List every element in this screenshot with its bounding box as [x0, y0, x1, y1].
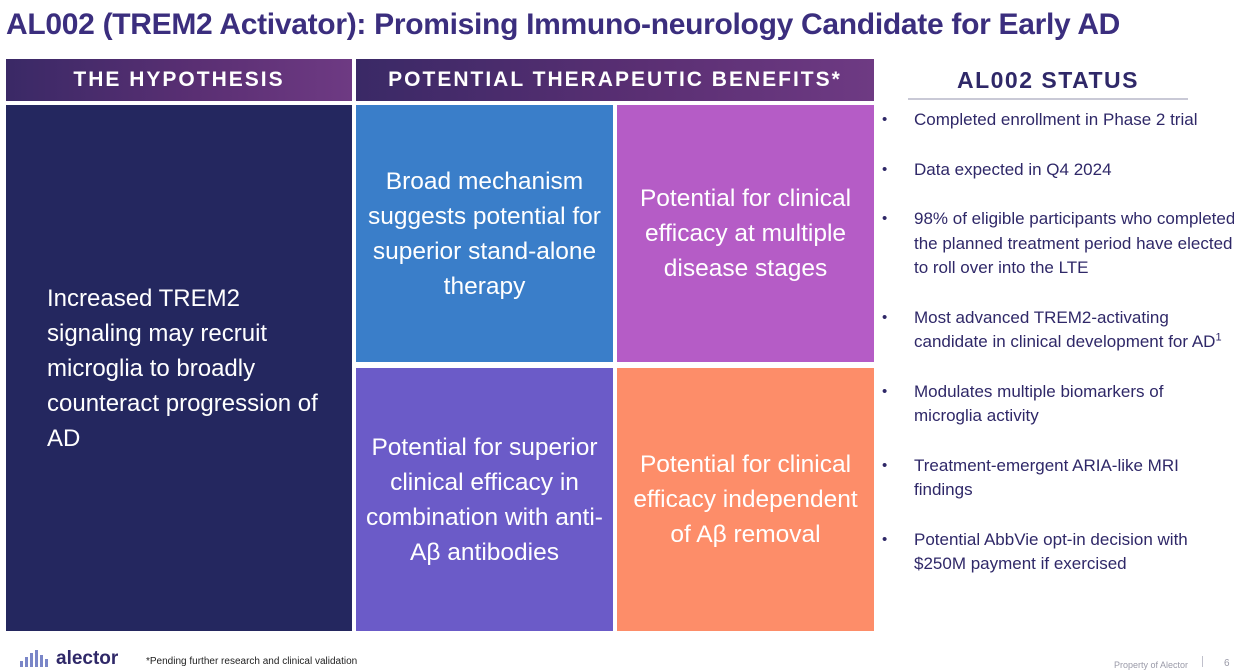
logo-text: alector [56, 650, 119, 667]
benefit-text: Potential for clinical efficacy independ… [633, 451, 858, 548]
benefit-text: Broad mechanism suggests potential for s… [368, 167, 601, 300]
logo-bars-icon [20, 650, 48, 667]
benefit-text: Potential for superior clinical efficacy… [366, 433, 603, 566]
benefit-tile-independent: Potential for clinical efficacy independ… [617, 368, 874, 631]
status-bullet-with-footnote: Most advanced TREM2-activating candidate… [914, 306, 1234, 355]
bullet-icon: • [882, 382, 888, 400]
hypothesis-header: THE HYPOTHESIS [6, 59, 352, 101]
list-item: • 98% of eligible participants who compl… [882, 207, 1234, 281]
footer-divider [1202, 656, 1203, 667]
alector-logo: alector [20, 650, 118, 667]
status-list: • Completed enrollment in Phase 2 trial … [882, 108, 1234, 577]
status-bullet: Most advanced TREM2-activating candidate… [914, 307, 1216, 352]
footnote: *Pending further research and clinical v… [146, 656, 358, 667]
bullet-icon: • [882, 530, 888, 548]
list-item: • Potential AbbVie opt-in decision with … [882, 528, 1234, 577]
benefit-tile-combination: Potential for superior clinical efficacy… [356, 368, 613, 631]
status-bullet: Completed enrollment in Phase 2 trial [914, 110, 1198, 129]
bullet-icon: • [882, 308, 888, 326]
footnote-marker: 1 [1215, 331, 1222, 344]
status-header: AL002 STATUS [908, 62, 1188, 100]
benefit-tile-standalone: Broad mechanism suggests potential for s… [356, 105, 613, 362]
status-bullet: 98% of eligible participants who complet… [914, 209, 1234, 277]
property-notice: Property of Alector [1114, 660, 1189, 670]
status-bullet: Data expected in Q4 2024 [914, 159, 1112, 179]
bullet-icon: • [882, 210, 888, 227]
hypothesis-text: Increased TREM2 signaling may recruit mi… [47, 284, 318, 452]
page-number: 6 [1224, 658, 1230, 669]
list-item: • Modulates multiple biomarkers of micro… [882, 380, 1234, 429]
benefit-text: Potential for clinical efficacy at multi… [639, 185, 852, 282]
hypothesis-box: Increased TREM2 signaling may recruit mi… [6, 105, 352, 631]
list-item: • Most advanced TREM2-activating candida… [882, 306, 1234, 355]
benefits-header: POTENTIAL THERAPEUTIC BENEFITS* [356, 59, 874, 101]
list-item: • Treatment-emergent ARIA-like MRI findi… [882, 454, 1234, 503]
bullet-icon: • [882, 160, 888, 178]
benefit-tile-multiple-stages: Potential for clinical efficacy at multi… [617, 105, 874, 362]
status-bullet: Modulates multiple biomarkers of microgl… [914, 381, 1164, 426]
bullet-icon: • [882, 111, 888, 128]
list-item: • Data expected in Q4 2024 [882, 158, 1234, 183]
status-bullet: Treatment-emergent ARIA-like MRI finding… [914, 455, 1179, 500]
page-title: AL002 (TREM2 Activator): Promising Immun… [6, 8, 1121, 41]
bullet-icon: • [882, 456, 888, 474]
status-bullet: Potential AbbVie opt-in decision with $2… [914, 529, 1188, 574]
list-item: • Completed enrollment in Phase 2 trial [882, 108, 1234, 133]
